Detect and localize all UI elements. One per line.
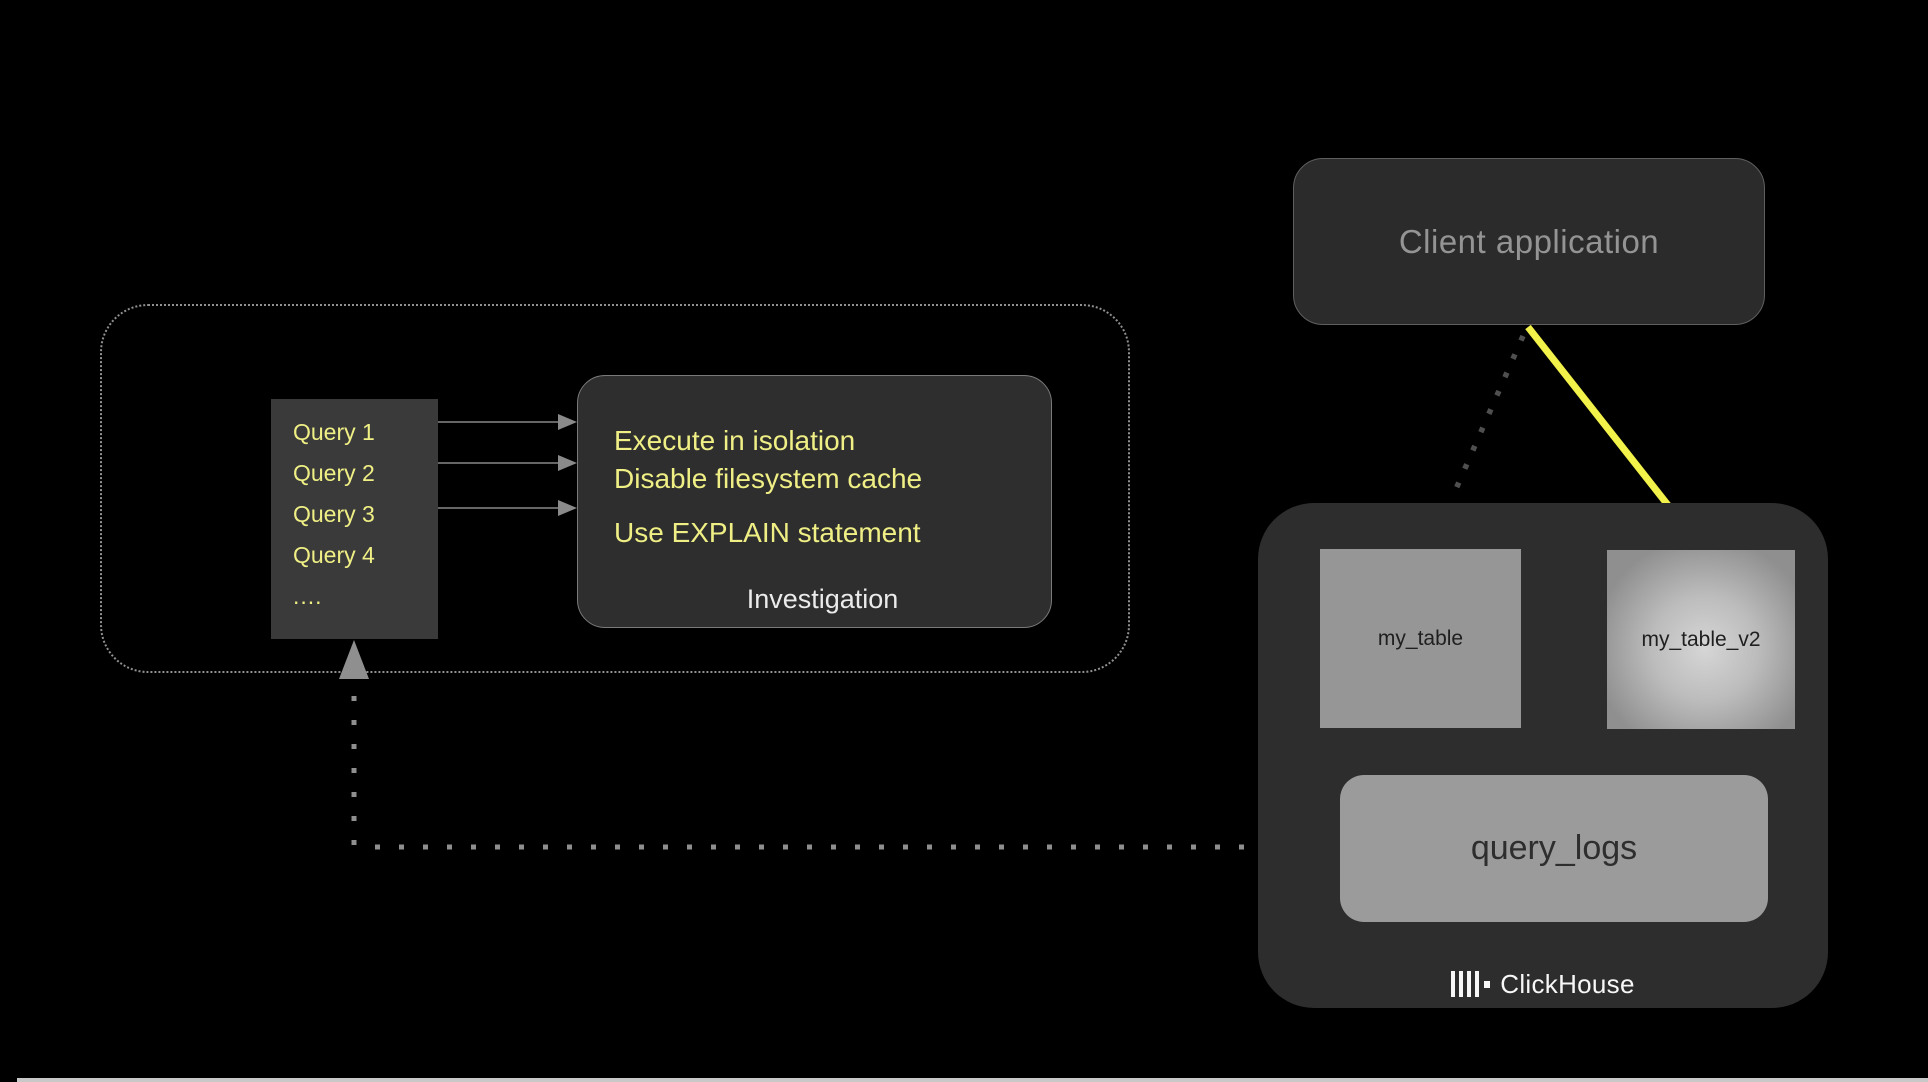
- investigation-tip: Disable filesystem cache: [614, 463, 923, 494]
- my-table-v2-label: my_table_v2: [1641, 627, 1761, 651]
- client-application-label: Client application: [1398, 222, 1660, 260]
- clickhouse-server-node: my_table my_table_v2 query_logs ClickHou…: [1258, 503, 1828, 1008]
- query-item: Query 1: [293, 419, 375, 445]
- query-logs-node: query_logs: [1340, 775, 1768, 922]
- clickhouse-brand-label: ClickHouse: [1500, 968, 1635, 999]
- query-item: Query 2: [293, 460, 375, 486]
- client-application-node: Client application: [1293, 158, 1765, 325]
- my-table-v2-node: my_table_v2: [1607, 550, 1795, 729]
- query-list-node: Query 1 Query 2 Query 3 Query 4 ....: [271, 399, 438, 639]
- query-item: Query 4: [293, 542, 375, 568]
- clickhouse-brand: ClickHouse: [1258, 968, 1828, 1000]
- query-item-ellipsis: ....: [293, 583, 323, 609]
- bottom-progress-bar: [17, 1078, 1928, 1082]
- query-item: Query 3: [293, 501, 375, 527]
- my-table-label: my_table: [1377, 626, 1464, 650]
- investigation-group-outline: [100, 304, 1130, 673]
- clickhouse-logo-icon: [1451, 970, 1491, 998]
- investigation-tip: Use EXPLAIN statement: [614, 517, 921, 548]
- investigation-caption: Investigation: [746, 584, 899, 614]
- investigation-tip: Execute in isolation: [614, 425, 856, 456]
- investigation-node: Execute in isolation Disable filesystem …: [577, 375, 1052, 628]
- my-table-node: my_table: [1320, 549, 1521, 728]
- query-logs-label: query_logs: [1470, 829, 1638, 867]
